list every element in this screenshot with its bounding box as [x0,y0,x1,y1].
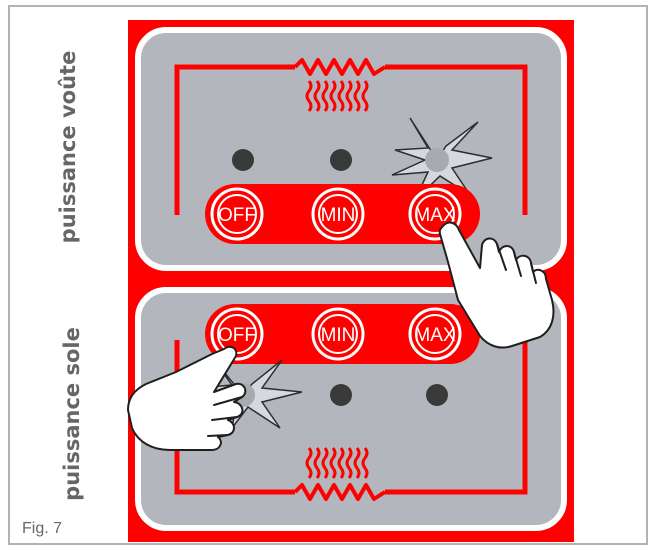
bottom-hand-pointer-icon [127,345,247,451]
bottom-min-button[interactable]: MIN [311,307,365,361]
bottom-off-label: OFF [218,325,256,346]
figure-caption: Fig. 7 [22,520,63,537]
bottom-resistor-icon [293,483,387,501]
top-wiring [174,64,528,215]
bottom-indicator-min [330,384,352,406]
bottom-max-button[interactable]: MAX [408,307,462,361]
top-indicator-off [232,149,254,171]
top-heat-waves-icon [305,80,369,112]
bottom-max-label: MAX [414,325,456,346]
top-hand-pointer-icon [438,221,555,349]
bottom-off-button[interactable]: OFF [210,307,264,361]
top-max-label: MAX [414,205,456,226]
top-min-button[interactable]: MIN [311,187,365,241]
top-off-button[interactable]: OFF [210,187,264,241]
top-indicator-min [330,149,352,171]
bottom-min-label: MIN [321,325,356,346]
top-min-label: MIN [321,205,356,226]
top-off-label: OFF [218,205,256,226]
bottom-indicator-max [426,384,448,406]
bottom-heat-waves-icon [305,447,369,479]
top-resistor-icon [293,58,387,76]
top-indicator-max [425,148,449,172]
